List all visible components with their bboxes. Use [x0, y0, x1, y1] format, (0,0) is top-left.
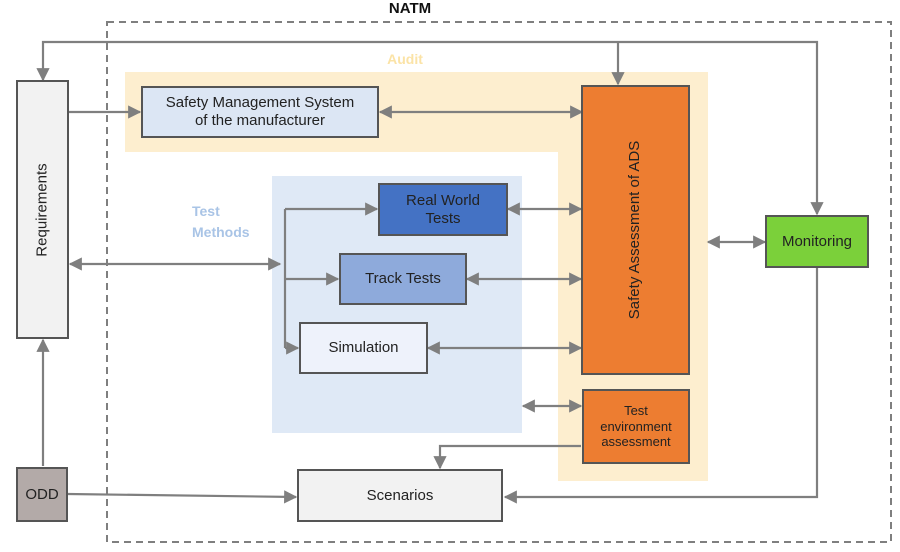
safety-assessment-label: Safety Assessment of ADS: [626, 140, 644, 320]
simulation-label: Simulation: [328, 339, 399, 356]
sms-label: Safety Management System of the manufact…: [165, 94, 355, 129]
requirements-label: Requirements: [33, 162, 51, 257]
natm-title: NATM: [388, 0, 432, 17]
test-environment-assessment-box: Test environment assessment: [582, 389, 690, 464]
safety-assessment-box: Safety Assessment of ADS: [581, 85, 690, 375]
test-methods-label: Test Methods: [192, 203, 250, 240]
scenarios-box: Scenarios: [297, 469, 503, 522]
odd-box: ODD: [16, 467, 68, 522]
odd-to-scenarios-arrow: [67, 490, 298, 504]
test-environment-assessment-label: Test environment assessment: [600, 403, 672, 450]
real-world-tests-label: Real World Tests: [406, 191, 480, 227]
track-tests-box: Track Tests: [339, 253, 467, 305]
scenarios-label: Scenarios: [366, 486, 434, 504]
natm-frame: [106, 21, 892, 543]
environment-to-scenarios-arrow: [433, 444, 581, 470]
real-world-tests-box: Real World Tests: [378, 183, 508, 236]
track-tests-label: Track Tests: [365, 270, 441, 287]
monitoring-to-scenarios-arrow: [503, 268, 819, 504]
audit-label: Audit: [387, 51, 423, 67]
monitoring-box: Monitoring: [765, 215, 869, 268]
requirements-box: Requirements: [16, 80, 69, 339]
simulation-box: Simulation: [299, 322, 428, 374]
monitoring-label: Monitoring: [781, 232, 853, 250]
top-feedback-line: [36, 40, 824, 216]
sms-box: Safety Management System of the manufact…: [141, 86, 379, 138]
odd-label: ODD: [25, 485, 59, 503]
